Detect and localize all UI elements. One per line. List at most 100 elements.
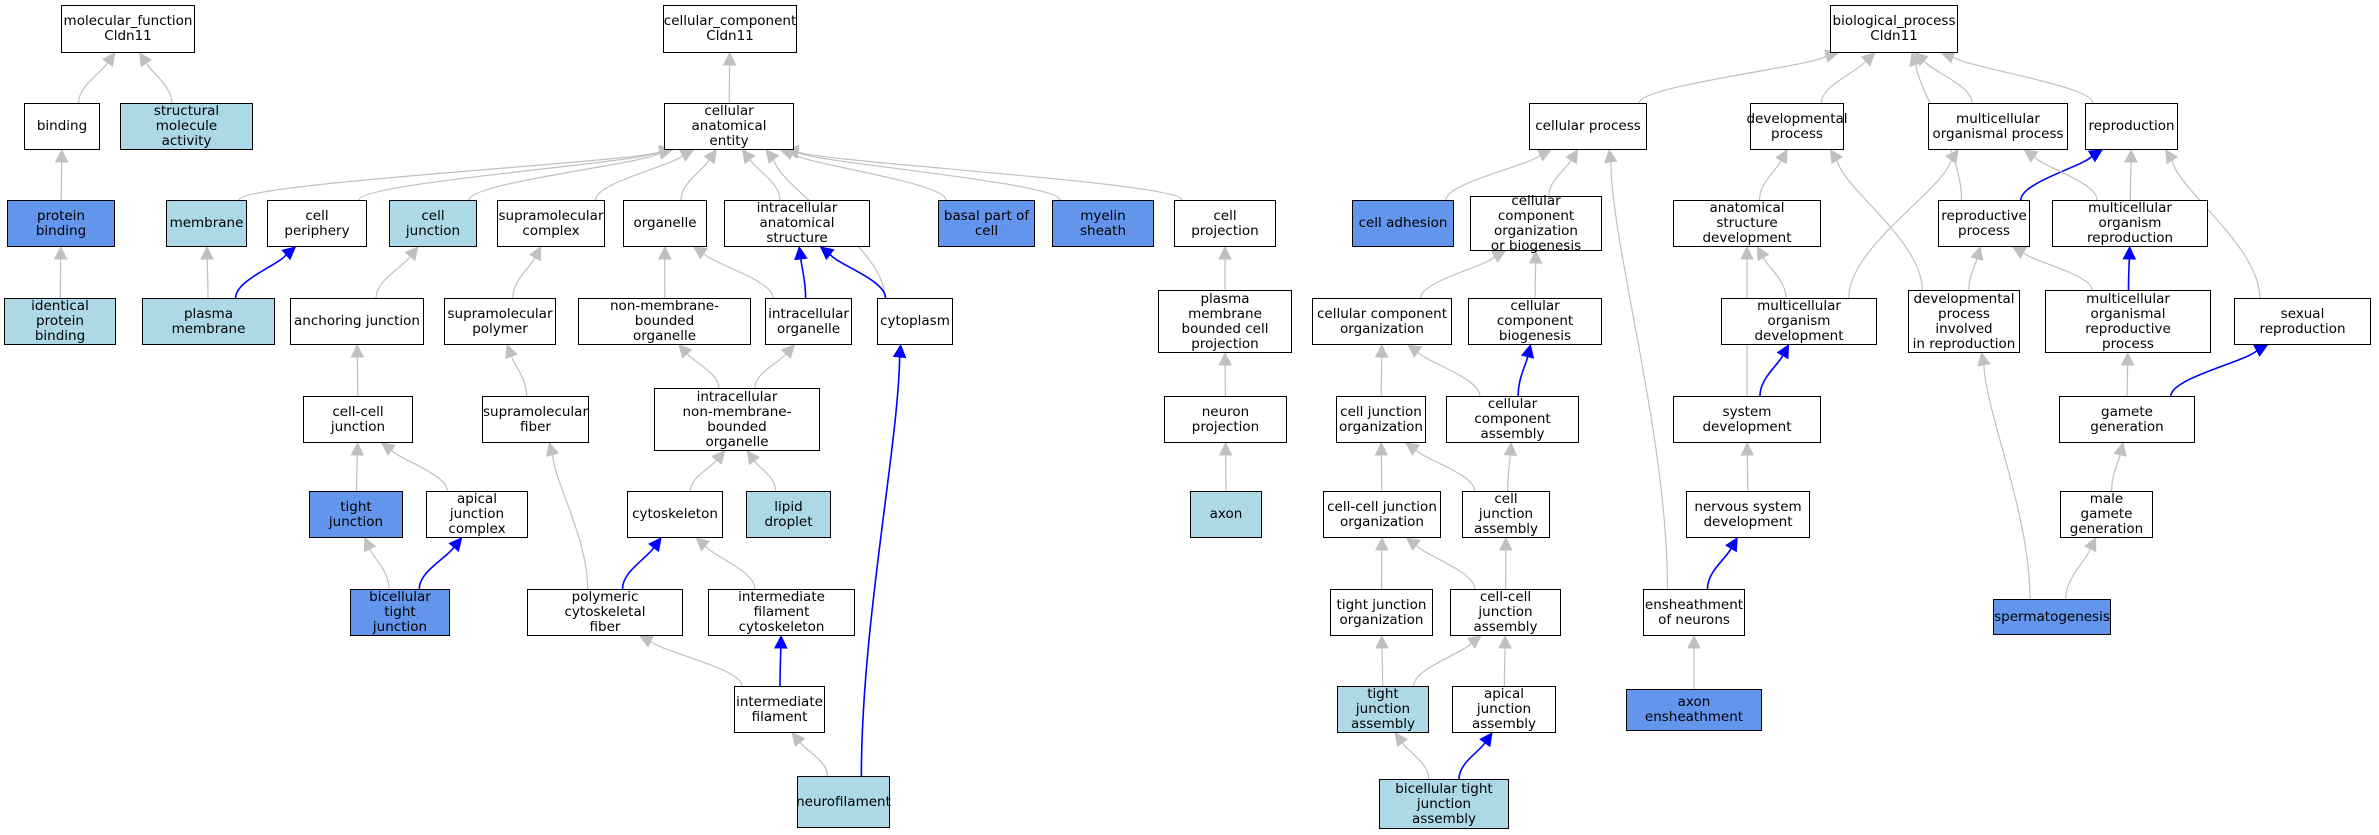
- arrowhead: [746, 450, 761, 466]
- arrowhead: [1503, 441, 1518, 456]
- arrowhead: [528, 246, 542, 262]
- arrowhead: [1407, 344, 1423, 358]
- node-myelin-sheath: myelin sheath: [1052, 200, 1154, 247]
- arrowhead: [1687, 634, 1701, 649]
- edge-intracellular-organelle-to-intracellular-anatomical-structure: [799, 258, 807, 299]
- arrowhead: [695, 537, 711, 552]
- arrowhead: [1405, 442, 1421, 456]
- arrowhead: [448, 537, 463, 552]
- node-mf-root: molecular_function Cldn11: [61, 5, 195, 53]
- node-supramolecular-polymer: supramolecular polymer: [444, 298, 556, 345]
- node-ensheathment-of-neurons: ensheathment of neurons: [1643, 589, 1745, 636]
- edge-male-gamete-generation-to-gamete-generation: [2111, 454, 2121, 492]
- edge-system-development-to-multicellular-organism-development: [1759, 355, 1784, 397]
- edge-multicellular-organism-development-to-multicellular-organismal-process: [1848, 159, 1952, 299]
- edge-intermediate-filament-to-polymeric-cytoskeletal-fiber: [650, 640, 743, 687]
- arrowhead: [350, 441, 365, 456]
- arrowhead: [1374, 441, 1389, 456]
- node-gamete-generation: gamete generation: [2059, 396, 2195, 443]
- arrowhead: [404, 246, 419, 261]
- arrowhead: [791, 732, 806, 747]
- arrowhead: [1740, 245, 1754, 260]
- arrowhead: [364, 536, 377, 553]
- node-intracellular-nmb-organelle: intracellular non-membrane-bounded organ…: [654, 388, 820, 451]
- edge-multicellular-organism-reproduction-to-multicellular-organismal-process: [2033, 156, 2098, 201]
- arrowhead: [1405, 537, 1421, 551]
- node-cell-cell-junction-organization: cell-cell junction organization: [1323, 491, 1441, 538]
- edge-cell-junction-assembly-to-cell-junction-organization: [1415, 449, 1476, 492]
- arrowhead: [1528, 249, 1543, 264]
- arrowhead: [2120, 351, 2135, 366]
- arrowhead: [1829, 149, 1843, 165]
- arrowhead: [1498, 634, 1512, 649]
- edge-polymeric-cytoskeletal-fiber-to-cytoskeleton: [621, 547, 655, 590]
- arrowhead: [2122, 245, 2137, 260]
- arrowhead: [1776, 344, 1790, 360]
- arrowhead: [1740, 441, 1755, 456]
- arrowhead: [774, 634, 788, 649]
- edge-cellular-component-assembly-to-cellular-component-organization: [1417, 351, 1481, 397]
- edge-anatomical-structure-development-to-developmental-process: [1758, 160, 1782, 201]
- arrowhead: [101, 52, 116, 68]
- edge-polymeric-cytoskeletal-fiber-to-supramolecular-fiber: [551, 454, 589, 590]
- node-neuron-projection: neuron projection: [1164, 396, 1287, 443]
- arrowhead: [2253, 344, 2269, 357]
- node-bp-root: biological_process Cldn11: [1830, 5, 1958, 53]
- arrowhead: [765, 149, 780, 165]
- node-supramolecular-fiber: supramolecular fiber: [482, 396, 589, 443]
- arrowhead: [545, 441, 560, 457]
- node-ccob: cellular component organization or bioge…: [1470, 193, 1602, 253]
- edge-neurofilament-to-intermediate-filament: [799, 741, 829, 777]
- node-cellular-anatomical-entity: cellular anatomical entity: [664, 103, 794, 150]
- edge-intracellular-organelle-to-organelle: [703, 253, 774, 299]
- edge-multicellular-organism-development-to-anatomical-structure-development: [1762, 257, 1787, 299]
- node-cellular-component-organization: cellular component organization: [1312, 298, 1452, 345]
- edge-membrane-to-cellular-anatomical-entity: [238, 150, 661, 201]
- arrowhead: [794, 245, 808, 261]
- edge-cell-periphery-to-cellular-anatomical-entity: [358, 151, 661, 201]
- arrowhead: [678, 344, 693, 359]
- arrowhead: [658, 245, 672, 260]
- node-apical-junction-complex: apical junction complex: [426, 491, 528, 538]
- arrowhead: [1909, 51, 1923, 68]
- edge-basal-part-of-cell-to-cellular-anatomical-entity: [791, 152, 947, 201]
- arrowhead: [1565, 149, 1579, 165]
- edge-intracellular-nmb-organelle-to-intracellular-organelle: [754, 353, 787, 389]
- arrowhead: [1520, 343, 1535, 359]
- node-reproduction: reproduction: [2085, 103, 2178, 150]
- node-cell-periphery: cell periphery: [267, 200, 367, 247]
- arrowhead: [139, 52, 153, 68]
- edge-tight-junction-assembly-to-cell-cell-junction-assembly: [1413, 642, 1472, 687]
- arrowhead: [711, 450, 726, 465]
- edge-developmental-process-in-reproduction-to-developmental-process: [1836, 159, 1923, 291]
- arrowhead: [350, 343, 365, 358]
- edge-tight-junction-to-cell-cell-junction: [355, 454, 358, 492]
- node-developmental-process: developmental process: [1746, 103, 1848, 150]
- edge-plasma-membrane-to-cell-periphery: [234, 254, 287, 299]
- node-intracellular-organelle: intracellular organelle: [765, 298, 852, 345]
- node-intermediate-filament: intermediate filament: [734, 686, 825, 733]
- node-cell-junction-assembly: cell junction assembly: [1462, 491, 1550, 538]
- node-multicellular-organism-reproduction: multicellular organism reproduction: [2052, 200, 2208, 247]
- node-neurofilament: neurofilament: [796, 776, 891, 828]
- node-cytoplasm: cytoplasm: [877, 298, 953, 345]
- node-tight-junction: tight junction: [309, 491, 403, 538]
- node-non-membrane-bounded-organelle: non-membrane-bounded organelle: [578, 298, 751, 345]
- node-multicellular-organismal-process: multicellular organismal process: [1928, 103, 2068, 150]
- arrowhead: [1394, 732, 1409, 748]
- node-membrane: membrane: [166, 200, 247, 247]
- arrowhead: [1218, 351, 1232, 366]
- arrowhead: [2087, 149, 2103, 163]
- edge-ensheathment-of-neurons-to-cellular-process: [1610, 161, 1669, 590]
- edge-spermatogenesis-to-developmental-process-in-reproduction: [1983, 364, 2031, 600]
- edge-cell-junction-to-cellular-anatomical-entity: [468, 152, 661, 201]
- edge-multicellular-organism-reproduction-to-reproduction: [2129, 161, 2132, 201]
- arrowhead: [281, 246, 297, 261]
- node-tight-junction-assembly: tight junction assembly: [1337, 686, 1429, 733]
- edge-organelle-to-cellular-anatomical-entity: [680, 159, 710, 201]
- edge-developmental-process-in-reproduction-to-reproductive-process: [1968, 258, 1978, 291]
- node-system-development: system development: [1673, 396, 1821, 443]
- node-cell-adhesion: cell adhesion: [1352, 200, 1454, 247]
- node-apical-junction-assembly: apical junction assembly: [1452, 686, 1556, 733]
